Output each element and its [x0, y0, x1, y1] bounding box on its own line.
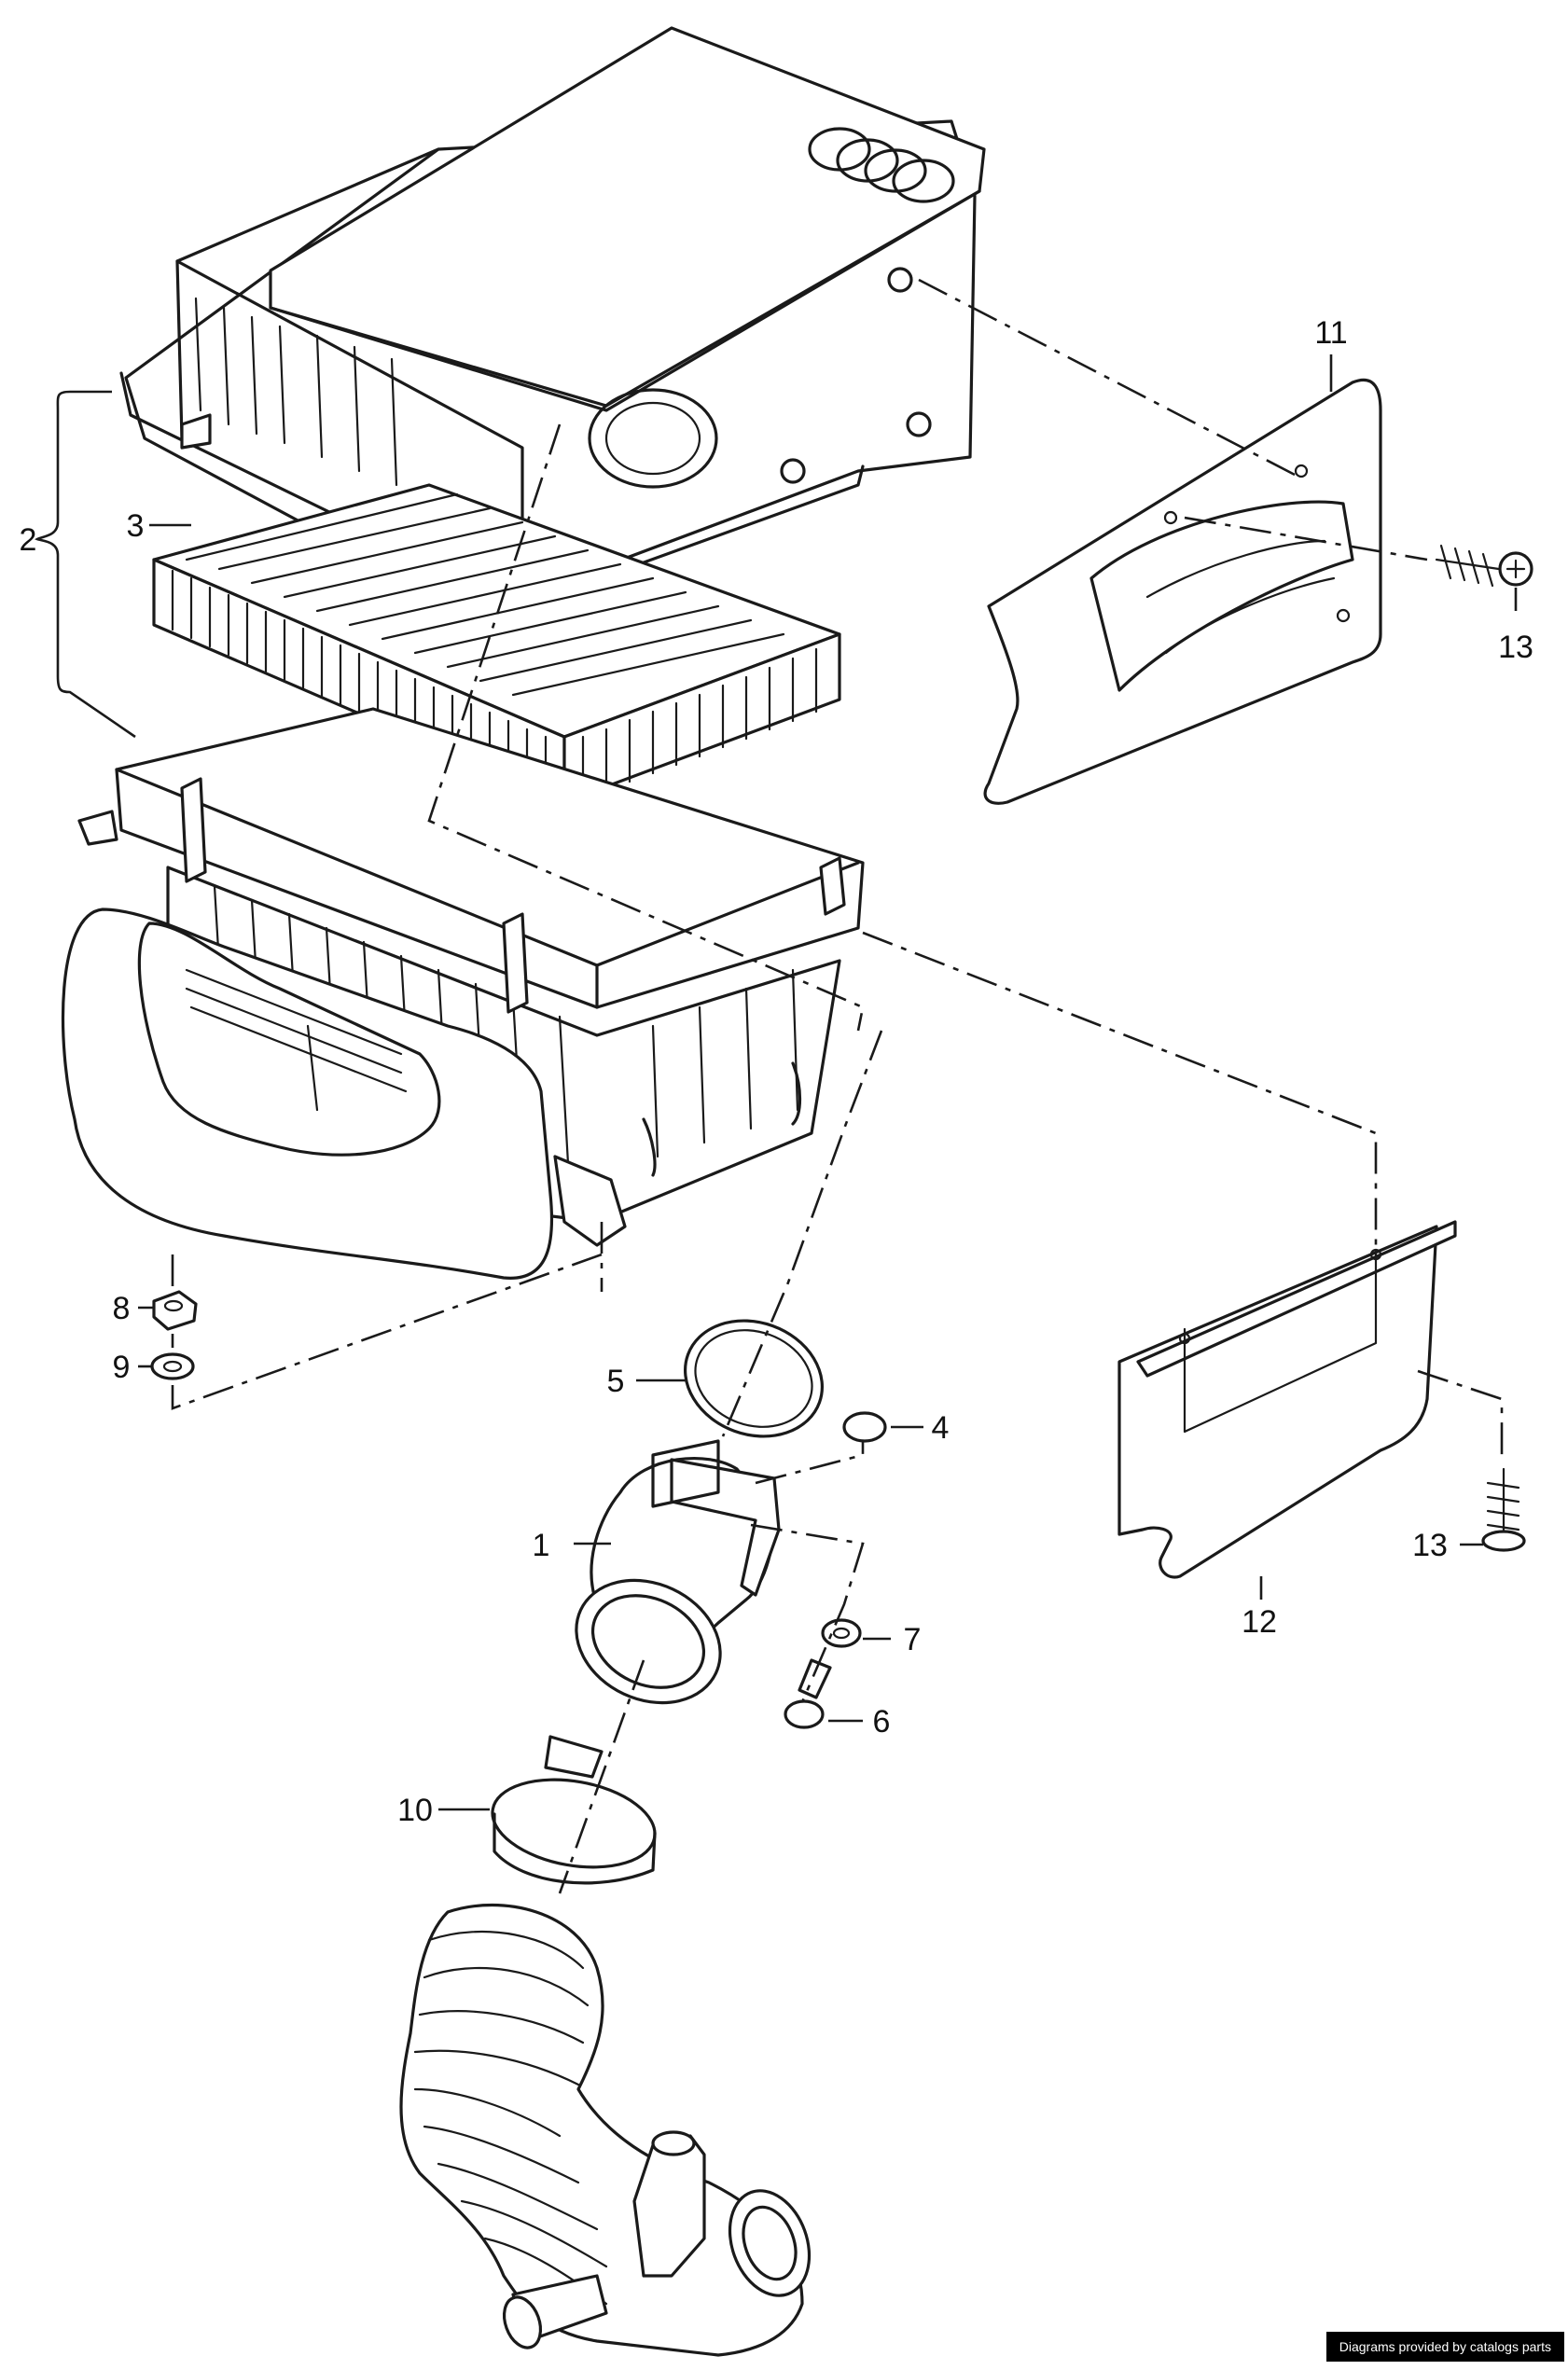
callout-12: 12 — [1242, 1604, 1277, 1640]
callout-8: 8 — [113, 1291, 131, 1326]
callout-11: 11 — [1314, 315, 1347, 351]
filter-housing-upper — [119, 26, 986, 613]
callout-5: 5 — [607, 1364, 625, 1399]
callout-labels: 1 2 3 4 5 6 7 8 9 10 11 12 13 13 — [20, 315, 1533, 1828]
leader-lines — [35, 354, 1518, 1811]
intake-bracket-11 — [983, 378, 1382, 805]
screw-13-upper — [1435, 544, 1533, 588]
callout-9: 9 — [113, 1350, 131, 1385]
support-plate-12 — [1117, 1220, 1457, 1579]
assembly-lines — [171, 278, 1504, 1894]
callout-2: 2 — [20, 522, 37, 558]
callout-7: 7 — [904, 1622, 922, 1657]
brand-rings-logo — [808, 127, 955, 203]
washer-7 — [821, 1618, 862, 1648]
callout-6: 6 — [873, 1704, 891, 1739]
callout-13-upper: 13 — [1498, 630, 1533, 665]
callout-1: 1 — [533, 1528, 550, 1563]
callout-3: 3 — [127, 508, 145, 544]
screw-13-lower — [1481, 1467, 1526, 1552]
intake-hose — [399, 1903, 812, 2357]
bolt-6 — [784, 1658, 832, 1729]
callout-13-lower: 13 — [1412, 1528, 1448, 1563]
credit-badge: Diagrams provided by catalogs parts — [1325, 2332, 1564, 2362]
plug-4 — [842, 1411, 887, 1443]
air-flow-meter-1 — [575, 1439, 781, 1705]
filter-housing-lower — [61, 707, 865, 1280]
callout-4: 4 — [932, 1410, 950, 1446]
washer-9 — [150, 1352, 195, 1380]
nut-8 — [152, 1290, 198, 1331]
seal-ring-5 — [683, 1319, 825, 1438]
hose-clamp-10 — [491, 1735, 657, 1885]
callout-10: 10 — [397, 1793, 433, 1828]
